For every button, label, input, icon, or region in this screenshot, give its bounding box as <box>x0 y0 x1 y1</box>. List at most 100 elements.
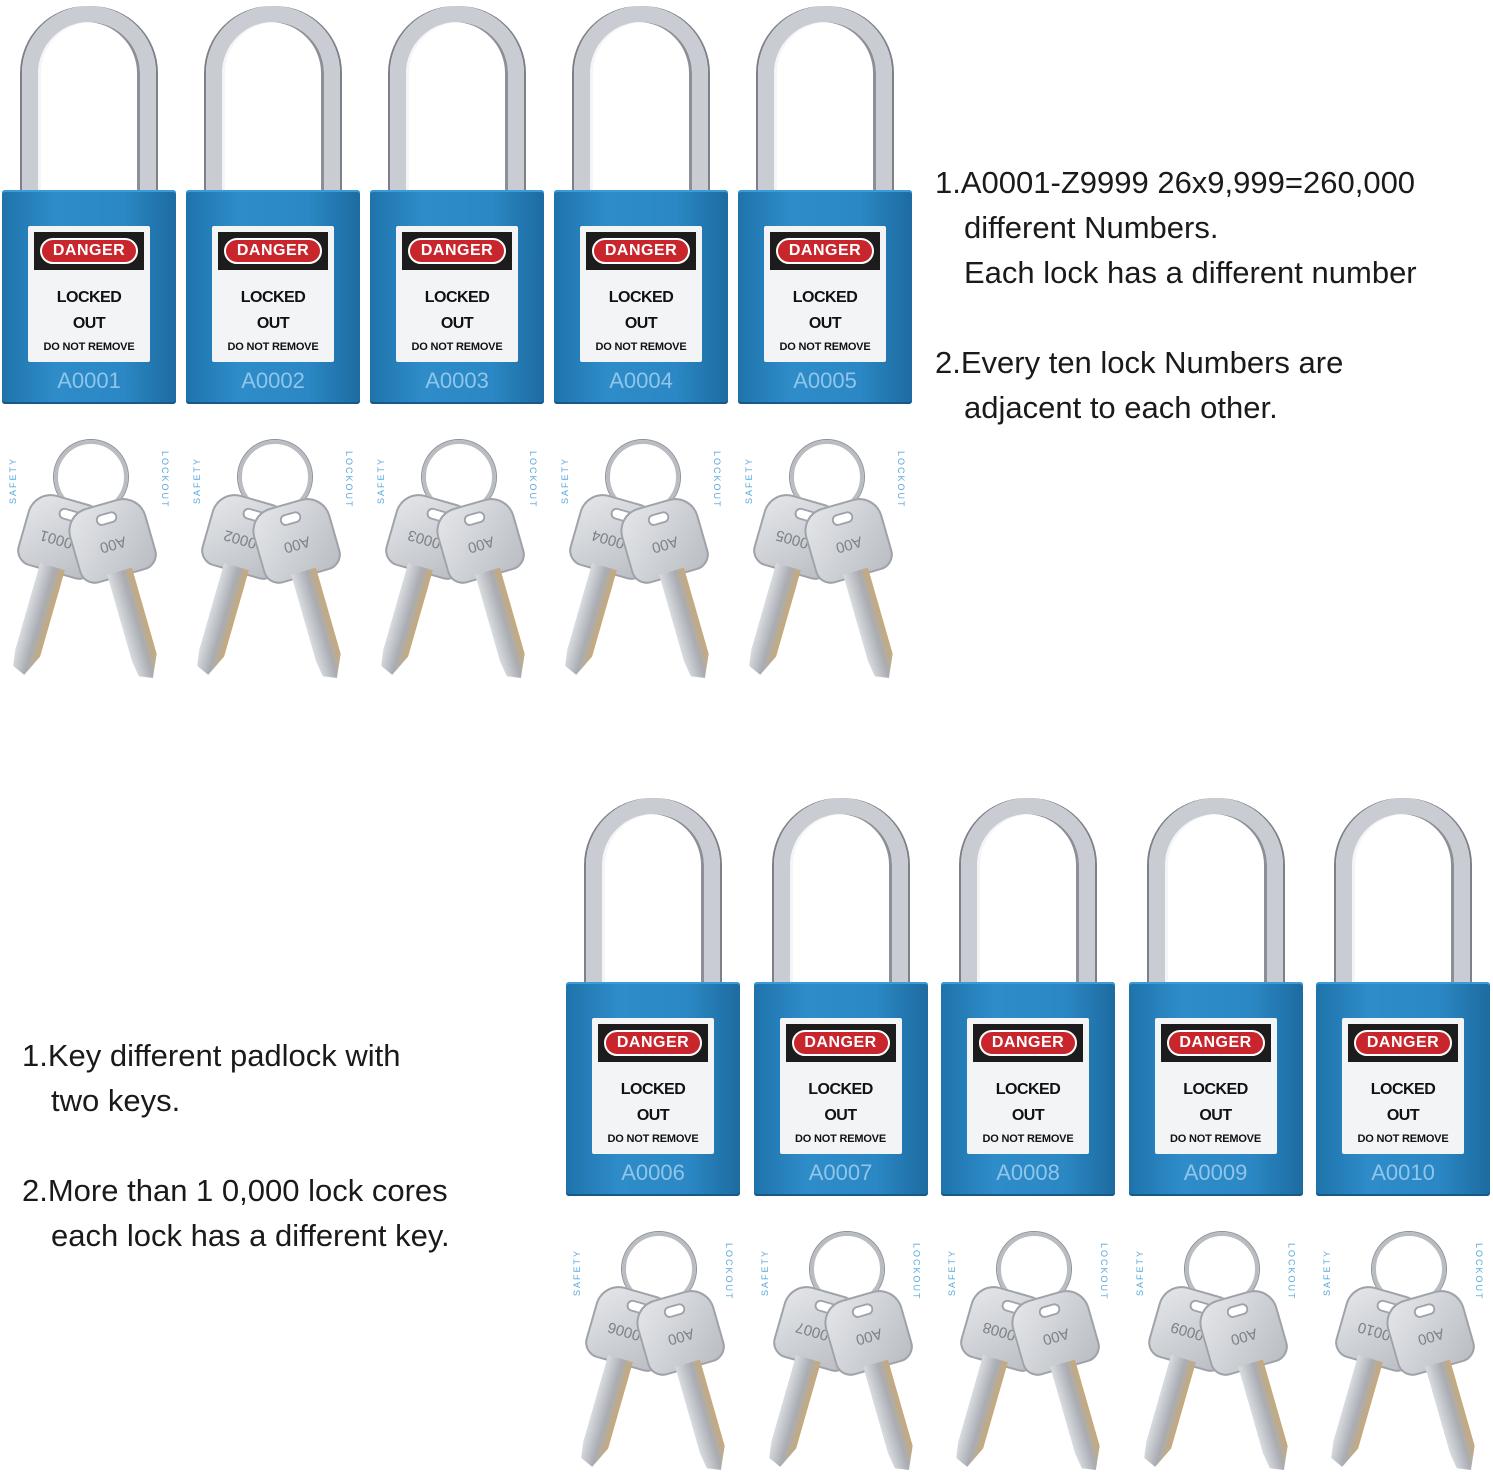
side-text-right: LOCKOUT <box>724 1243 734 1301</box>
danger-tag: DANGER LOCKED OUT DO NOT REMOVE <box>592 1018 714 1154</box>
lock-code: A0005 <box>793 368 857 393</box>
side-text-right: LOCKOUT <box>896 451 906 509</box>
danger-band: DANGER <box>1160 1024 1271 1062</box>
padlock: SAFETY LOCKOUT DANGER LOCKED OUT DO NOT … <box>186 0 360 509</box>
key-set: A0009 A00 <box>1139 1232 1289 1472</box>
key-blade <box>1425 1359 1481 1474</box>
side-text-right: LOCKOUT <box>712 451 722 509</box>
padlock-body: SAFETY LOCKOUT DANGER LOCKED OUT DO NOT … <box>566 982 740 1301</box>
danger-band: DANGER <box>1348 1024 1458 1062</box>
key-set: A0005 A00 <box>744 440 894 680</box>
out-text: OUT <box>256 315 290 332</box>
key-set: A0003 A00 <box>376 440 526 680</box>
key-blade <box>843 567 899 682</box>
lock-code: A0008 <box>996 1160 1060 1185</box>
key-blade <box>1050 1359 1106 1474</box>
do-not-remove-text: DO NOT REMOVE <box>1357 1133 1449 1145</box>
danger-title: DANGER <box>224 238 322 264</box>
key-set: A0004 A00 <box>560 440 710 680</box>
padlock: SAFETY LOCKOUT DANGER LOCKED OUT DO NOT … <box>566 792 740 1301</box>
locked-text: LOCKED <box>792 289 858 306</box>
lock-code: A0003 <box>425 368 489 393</box>
out-text: OUT <box>824 1107 857 1124</box>
padlock: SAFETY LOCKOUT DANGER LOCKED OUT DO NOT … <box>554 0 728 509</box>
key-code-short: A00 <box>1228 1324 1259 1349</box>
key-code-short: A00 <box>97 532 129 557</box>
bottom-note-2-line-1: 2.More than 1 0,000 lock cores <box>22 1173 448 1208</box>
key-blade <box>377 563 433 678</box>
key-set: A0006 A00 <box>576 1232 726 1472</box>
do-not-remove-text: DO NOT REMOVE <box>227 341 319 353</box>
top-note-2-line-2: adjacent to each other. <box>964 390 1278 425</box>
key-hole <box>662 1301 687 1320</box>
danger-tag: DANGER LOCKED OUT DO NOT REMOVE <box>764 226 886 362</box>
out-text: OUT <box>72 315 106 332</box>
lock-code: A0006 <box>621 1160 685 1185</box>
key-set: A0007 A00 <box>764 1232 914 1472</box>
do-not-remove-text: DO NOT REMOVE <box>982 1133 1074 1145</box>
lock-code: A0007 <box>808 1160 873 1185</box>
danger-band: DANGER <box>402 232 512 270</box>
danger-tag: DANGER LOCKED OUT DO NOT REMOVE <box>28 226 150 362</box>
danger-band: DANGER <box>785 1024 896 1062</box>
key-hole <box>849 1301 875 1320</box>
danger-tag: DANGER LOCKED OUT DO NOT REMOVE <box>779 1018 902 1154</box>
side-text-right: LOCKOUT <box>1286 1243 1297 1301</box>
key-code-short: A00 <box>649 532 681 557</box>
key-blade <box>745 563 801 678</box>
top-note-1: 1.A0001-Z9999 26x9,999=260,000 different… <box>935 160 1485 295</box>
key-blade <box>1238 1359 1294 1474</box>
key-blade <box>291 567 347 682</box>
out-text: OUT <box>636 1107 670 1124</box>
locked-text: LOCKED <box>1370 1081 1436 1098</box>
key-code-short: A00 <box>1415 1324 1447 1349</box>
out-text: OUT <box>440 315 474 332</box>
padlock-body: SAFETY LOCKOUT DANGER LOCKED OUT DO NOT … <box>1316 982 1490 1301</box>
bottom-note-1-line-2: two keys. <box>51 1083 181 1118</box>
top-note-1-line-1: 1.A0001-Z9999 26x9,999=260,000 <box>935 165 1416 200</box>
side-text-right: LOCKOUT <box>911 1243 922 1301</box>
danger-title: DANGER <box>979 1030 1077 1056</box>
locked-text: LOCKED <box>240 289 306 306</box>
key-blade <box>1327 1355 1383 1470</box>
top-notes: 1.A0001-Z9999 26x9,999=260,000 different… <box>935 160 1485 475</box>
danger-band: DANGER <box>973 1024 1083 1062</box>
do-not-remove-text: DO NOT REMOVE <box>779 341 871 353</box>
padlock-body: SAFETY LOCKOUT DANGER LOCKED OUT DO NOT … <box>554 190 728 509</box>
padlock: SAFETY LOCKOUT DANGER LOCKED OUT DO NOT … <box>1128 792 1303 1301</box>
locked-text: LOCKED <box>808 1081 873 1098</box>
locked-text: LOCKED <box>56 289 122 306</box>
bottom-note-1-line-1: 1.Key different padlock with <box>22 1038 401 1073</box>
padlock-body: SAFETY LOCKOUT DANGER LOCKED OUT DO NOT … <box>941 982 1115 1301</box>
key-blade <box>952 1355 1008 1470</box>
bottom-note-1: 1.Key different padlock with two keys. <box>22 1033 542 1123</box>
key-hole <box>278 509 303 528</box>
key-hole <box>462 509 487 528</box>
key-set: A0001 A00 <box>8 440 158 680</box>
locked-text: LOCKED <box>995 1081 1061 1098</box>
lock-code: A0010 <box>1371 1160 1435 1185</box>
do-not-remove-text: DO NOT REMOVE <box>43 341 135 353</box>
key-code-short: A00 <box>1040 1324 1072 1349</box>
danger-tag: DANGER LOCKED OUT DO NOT REMOVE <box>212 226 334 362</box>
do-not-remove-text: DO NOT REMOVE <box>411 341 503 353</box>
bottom-note-2-line-2: each lock has a different key. <box>51 1218 450 1253</box>
key-hole <box>646 509 671 528</box>
locked-text: LOCKED <box>620 1081 686 1098</box>
out-text: OUT <box>1386 1107 1420 1124</box>
danger-band: DANGER <box>218 232 328 270</box>
top-note-2-line-1: 2.Every ten lock Numbers are <box>935 345 1344 380</box>
out-text: OUT <box>1011 1107 1045 1124</box>
side-text-right: LOCKOUT <box>1099 1243 1109 1301</box>
lock-code: A0002 <box>241 368 305 393</box>
key-blade <box>765 1355 821 1470</box>
out-text: OUT <box>808 315 842 332</box>
key-blade <box>577 1355 633 1470</box>
do-not-remove-text: DO NOT REMOVE <box>1170 1133 1261 1145</box>
padlock-body: SAFETY LOCKOUT DANGER LOCKED OUT DO NOT … <box>753 982 928 1301</box>
danger-title: DANGER <box>1166 1030 1265 1056</box>
danger-tag: DANGER LOCKED OUT DO NOT REMOVE <box>580 226 702 362</box>
danger-band: DANGER <box>586 232 696 270</box>
padlock: SAFETY LOCKOUT DANGER LOCKED OUT DO NOT … <box>1316 792 1490 1301</box>
bottom-notes: 1.Key different padlock with two keys. 2… <box>22 1033 542 1303</box>
